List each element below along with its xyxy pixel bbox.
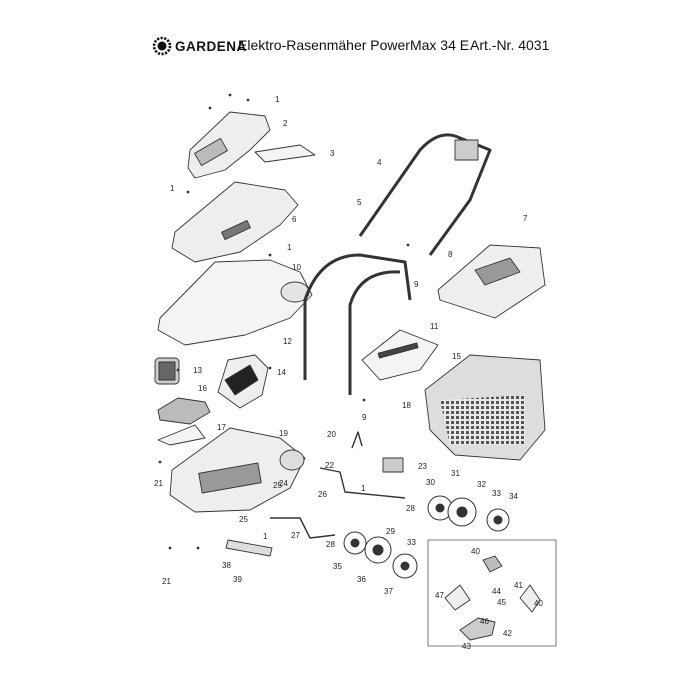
- handle-lower-part: [303, 253, 412, 380]
- blade-part: [225, 539, 273, 557]
- brand-name: GARDENA: [175, 38, 247, 54]
- grass-basket-part: [424, 354, 546, 461]
- adjuster-part: [382, 457, 404, 473]
- callout-label: 15: [452, 352, 461, 361]
- callout-label: 34: [509, 492, 518, 501]
- small-flap-part: [157, 424, 206, 446]
- callout-label: 9: [362, 413, 367, 422]
- article-number: Art.-Nr. 4031: [470, 37, 550, 53]
- callout-label: 1: [263, 532, 268, 541]
- callout-label: 33: [407, 538, 416, 547]
- inset-frame: [427, 539, 557, 647]
- callout-label: 14: [277, 368, 286, 377]
- callout-label: 21: [154, 479, 163, 488]
- callout-label: 44: [492, 587, 501, 596]
- exploded-parts-diagram: [154, 93, 557, 647]
- rear-axle-part: [270, 517, 336, 539]
- callout-label: 37: [384, 587, 393, 596]
- callout-label: 1: [287, 243, 292, 252]
- callout-label: 1: [170, 184, 175, 193]
- callout-label: 45: [497, 598, 506, 607]
- handle-upper-part: [358, 133, 492, 256]
- callout-label: 5: [357, 198, 362, 207]
- callout-label: 40: [534, 599, 543, 608]
- callout-label: 40: [471, 547, 480, 556]
- callout-label: 2: [283, 119, 288, 128]
- callout-label: 7: [523, 214, 528, 223]
- callout-label: 1: [275, 95, 280, 104]
- callout-label: 26: [318, 490, 327, 499]
- callout-label: 12: [283, 337, 292, 346]
- callout-label: 43: [462, 642, 471, 651]
- wheel-part: [343, 495, 510, 579]
- callout-label: 31: [451, 469, 460, 478]
- fan-part: [157, 397, 211, 425]
- callout-label: 4: [377, 158, 382, 167]
- screws: [158, 93, 410, 550]
- callout-label: 32: [477, 480, 486, 489]
- callout-label: 25: [273, 481, 282, 490]
- callout-label: 17: [217, 423, 226, 432]
- callout-label: 18: [402, 401, 411, 410]
- axle-part: [319, 467, 406, 499]
- callout-label: 19: [279, 429, 288, 438]
- gardena-logo-icon: [152, 36, 172, 56]
- callout-label: 21: [162, 577, 171, 586]
- catcher-flap-part: [361, 329, 439, 381]
- top-cover-part: [187, 111, 271, 179]
- callout-label: 16: [198, 384, 207, 393]
- callout-label: 36: [357, 575, 366, 584]
- callout-label: 30: [426, 478, 435, 487]
- callout-label: 11: [430, 322, 439, 331]
- callout-label: 29: [386, 527, 395, 536]
- callout-label: 39: [233, 575, 242, 584]
- callout-label: 25: [239, 515, 248, 524]
- callout-label: 22: [325, 461, 334, 470]
- callout-label: 41: [514, 581, 523, 590]
- callout-label: 3: [330, 149, 335, 158]
- callout-label: 24: [279, 479, 288, 488]
- callout-label: 6: [292, 215, 297, 224]
- upper-housing-part: [171, 181, 299, 263]
- callout-label: 13: [193, 366, 202, 375]
- callout-label: 47: [435, 591, 444, 600]
- callout-label: 28: [326, 540, 335, 549]
- callout-label: 8: [448, 250, 453, 259]
- height-lever-part: [351, 431, 363, 449]
- callout-label: 20: [327, 430, 336, 439]
- grassbox-lid-part: [437, 244, 546, 319]
- callout-label: 28: [406, 504, 415, 513]
- bracket-part: [254, 144, 316, 163]
- callout-label: 9: [414, 280, 419, 289]
- motor-part: [154, 357, 180, 385]
- page-header: GARDENA Elektro-Rasenmäher PowerMax 34 E…: [0, 33, 700, 59]
- callout-label: 1: [361, 484, 366, 493]
- page-title: Elektro-Rasenmäher PowerMax 34 E: [238, 37, 470, 53]
- callout-label: 33: [492, 489, 501, 498]
- callout-label: 38: [222, 561, 231, 570]
- callout-label: 46: [480, 617, 489, 626]
- mower-deck-part: [169, 427, 306, 513]
- brand: GARDENA: [152, 33, 247, 59]
- callout-label: 42: [503, 629, 512, 638]
- callout-label: 10: [292, 263, 301, 272]
- callout-label: 27: [291, 531, 300, 540]
- callout-label: 23: [418, 462, 427, 471]
- chassis-part: [157, 259, 313, 346]
- callout-label: 35: [333, 562, 342, 571]
